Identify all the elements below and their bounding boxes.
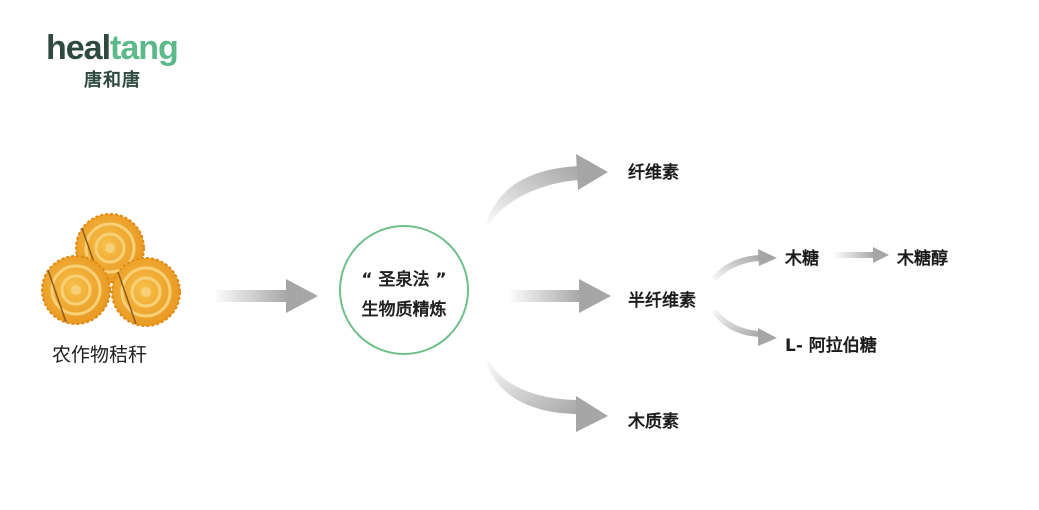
derivative-arabinose: L- 阿拉伯糖 — [785, 336, 877, 356]
process-name: “ 圣泉法 ” — [361, 270, 447, 290]
derivative-xylitol: 木糖醇 — [897, 249, 948, 269]
brand-logo: healtang — [46, 28, 179, 68]
arrow-to-hemicellulose — [511, 279, 611, 313]
arrow-xylose-to-xylitol — [835, 247, 889, 263]
product-cellulose: 纤维素 — [628, 163, 679, 183]
process-description: 生物质精炼 — [361, 300, 447, 320]
arrow-to-cellulose — [486, 154, 608, 226]
product-hemicellulose: 半纤维素 — [628, 291, 696, 311]
arrow-to-lignin — [486, 360, 608, 432]
logo-text-tang: tang — [110, 29, 179, 67]
source-label: 农作物秸秆 — [52, 344, 148, 366]
logo-chinese-name: 唐和唐 — [84, 70, 141, 91]
arrow-to-arabinose — [712, 309, 777, 346]
derivative-xylose: 木糖 — [785, 249, 819, 269]
arrow-source-to-process — [216, 279, 318, 313]
hay-bales-icon — [41, 213, 181, 327]
product-lignin: 木质素 — [628, 412, 679, 432]
logo-text-heal: heal — [46, 29, 111, 67]
process-circle — [339, 225, 469, 355]
arrow-to-xylose — [712, 249, 777, 281]
